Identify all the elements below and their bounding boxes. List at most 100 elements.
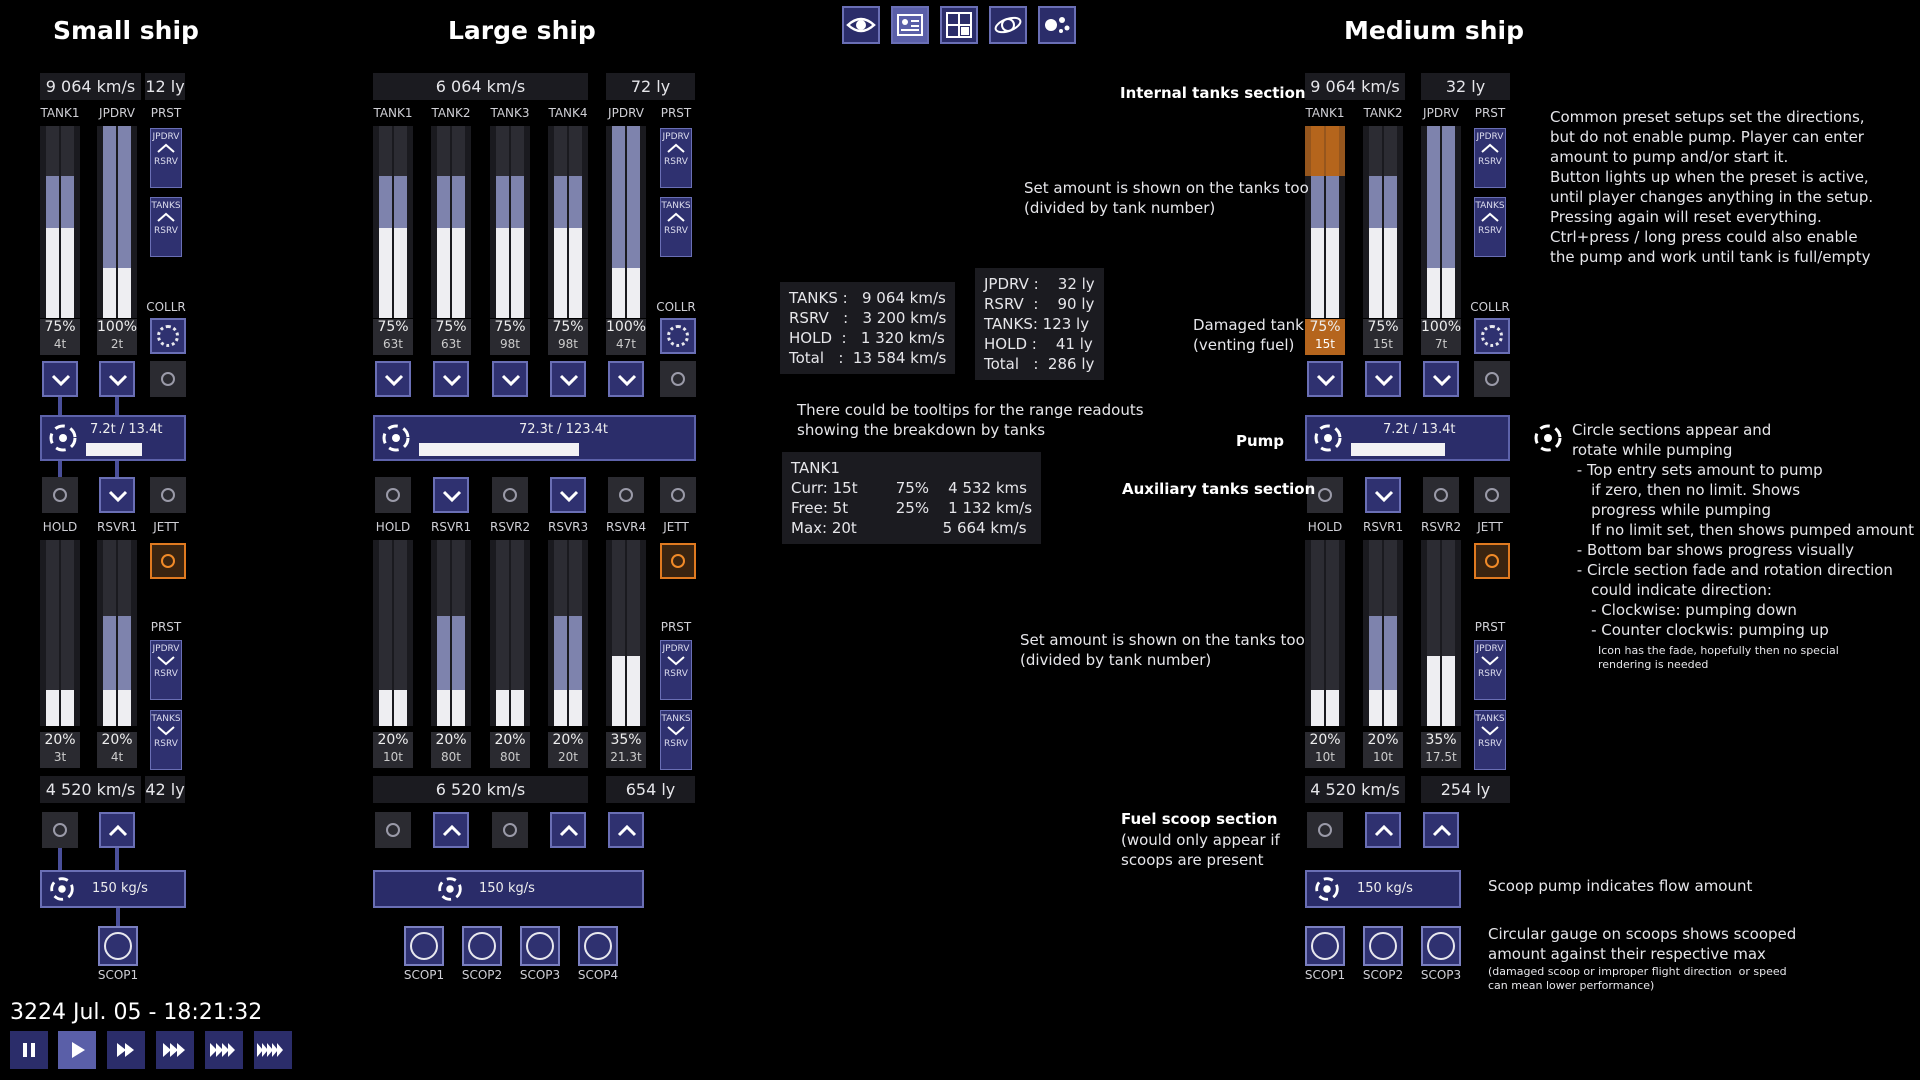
large-label-rsvr3: RSVR3 — [548, 520, 589, 534]
pause-button[interactable] — [10, 1031, 48, 1069]
medium-collector-button[interactable] — [1474, 318, 1510, 354]
large-hold-scoop-direction-off[interactable] — [375, 812, 411, 848]
large-jett-direction-off[interactable] — [660, 477, 696, 513]
large-scoop-flow: 150 kg/s — [479, 881, 535, 896]
large-tank2-direction-down[interactable] — [433, 361, 469, 397]
small-jpdrv-gauge — [97, 126, 137, 318]
medium-jpdrv-readout: 100%7t — [1421, 319, 1461, 355]
small-scoop1[interactable] — [98, 926, 138, 966]
medium-scoop1[interactable] — [1305, 926, 1345, 966]
large-tank3-direction-down[interactable] — [492, 361, 528, 397]
large-rsvr1-direction-down[interactable] — [433, 477, 469, 513]
medium-pump-amount[interactable]: 7.2t / 13.4t — [1383, 422, 1456, 437]
large-jettison-button[interactable] — [660, 543, 696, 579]
small-jpdrv-direction-down[interactable] — [99, 361, 135, 397]
large-jpdrv-direction-down[interactable] — [608, 361, 644, 397]
medium-tank2-gauge — [1363, 126, 1403, 318]
medium-hold-gauge — [1305, 540, 1345, 726]
fast-forward-2-icon — [117, 1043, 134, 1057]
medium-scoop3[interactable] — [1421, 926, 1461, 966]
large-tank2-gauge — [431, 126, 471, 318]
pump-rotor-icon — [1315, 877, 1339, 901]
medium-rsvr1-readout: 20%10t — [1363, 732, 1403, 768]
medium-scoop2[interactable] — [1363, 926, 1403, 966]
medium-top-speed: 9 064 km/s — [1305, 73, 1405, 100]
small-rsvr1-direction-down[interactable] — [99, 477, 135, 513]
small-pump-amount[interactable]: 7.2t / 13.4t — [90, 422, 163, 437]
medium-label-jett: JETT — [1477, 520, 1503, 534]
medium-scoop-pump[interactable]: 150 kg/s — [1305, 870, 1461, 908]
large-scoop2[interactable] — [462, 926, 502, 966]
orbit-button[interactable] — [989, 6, 1027, 44]
large-pump-amount[interactable]: 72.3t / 123.4t — [519, 422, 609, 437]
small-hold-direction-off[interactable] — [42, 477, 78, 513]
medium-tank2-direction-down[interactable] — [1365, 361, 1401, 397]
medium-rsvr2-direction-off[interactable] — [1423, 477, 1459, 513]
small-collector-button[interactable] — [150, 318, 186, 354]
play-button[interactable] — [58, 1031, 96, 1069]
small-jettison-button[interactable] — [150, 543, 186, 579]
large-internal-pump[interactable]: 72.3t / 123.4t — [373, 415, 696, 461]
large-rsvr2-direction-off[interactable] — [492, 477, 528, 513]
large-rsvr3-direction-down[interactable] — [550, 477, 586, 513]
large-hold-direction-off[interactable] — [375, 477, 411, 513]
large-scoop4[interactable] — [578, 926, 618, 966]
speed-4-button[interactable] — [205, 1031, 243, 1069]
medium-internal-pump[interactable]: 7.2t / 13.4t — [1305, 415, 1510, 461]
small-tank1-direction-down[interactable] — [42, 361, 78, 397]
small-internal-pump[interactable]: 7.2t / 13.4t — [40, 415, 186, 461]
large-rsvr2-scoop-direction-off[interactable] — [492, 812, 528, 848]
small-hold-scoop-direction-off[interactable] — [42, 812, 78, 848]
small-collr-direction-off[interactable] — [150, 361, 186, 397]
medium-tank1-direction-down[interactable] — [1307, 361, 1343, 397]
fast-forward-4-icon — [210, 1043, 235, 1057]
small-jett-direction-off[interactable] — [150, 477, 186, 513]
large-label-rsvr1: RSVR1 — [431, 520, 472, 534]
medium-hold-direction-off[interactable] — [1307, 477, 1343, 513]
medium-hold-scoop-direction-off[interactable] — [1307, 812, 1343, 848]
medium-jpdrv-direction-down[interactable] — [1423, 361, 1459, 397]
large-tank4-direction-down[interactable] — [550, 361, 586, 397]
medium-collr-direction-off[interactable] — [1474, 361, 1510, 397]
speed-3-button[interactable] — [156, 1031, 194, 1069]
large-rsvr3-scoop-direction-up[interactable] — [550, 812, 586, 848]
large-scoop1[interactable] — [404, 926, 444, 966]
medium-rsvr1-direction-down[interactable] — [1365, 477, 1401, 513]
large-jpdrv-gauge — [606, 126, 646, 318]
system-map-button[interactable] — [1038, 6, 1076, 44]
auxiliary-tanks-note: Auxiliary tanks section — [1122, 480, 1316, 498]
large-rsvr1-scoop-direction-up[interactable] — [433, 812, 469, 848]
eye-button[interactable] — [842, 6, 880, 44]
large-scoop3[interactable] — [520, 926, 560, 966]
medium-rsvr1-scoop-direction-up[interactable] — [1365, 812, 1401, 848]
id-card-button[interactable] — [891, 6, 929, 44]
large-tank1-direction-down[interactable] — [375, 361, 411, 397]
large-collr-direction-off[interactable] — [660, 361, 696, 397]
medium-jett-direction-off[interactable] — [1474, 477, 1510, 513]
speed-5-button[interactable] — [254, 1031, 292, 1069]
small-scoop-pump[interactable]: 150 kg/s — [40, 870, 186, 908]
small-rsvr1-readout: 20%4t — [97, 732, 137, 768]
medium-jettison-button[interactable] — [1474, 543, 1510, 579]
large-rsvr4-scoop-direction-up[interactable] — [608, 812, 644, 848]
tank-tooltip: TANK1 Curr: 15t 75% 4 532 kms Free: 5t 2… — [782, 452, 1042, 544]
small-rsvr1-scoop-direction-up[interactable] — [99, 812, 135, 848]
speed-2-button[interactable] — [107, 1031, 145, 1069]
medium-rsvr2-scoop-direction-up[interactable] — [1423, 812, 1459, 848]
large-scoop-pump[interactable]: 150 kg/s — [373, 870, 644, 908]
grid-button[interactable] — [940, 6, 978, 44]
large-rsvr4-direction-off[interactable] — [608, 477, 644, 513]
large-collector-button[interactable] — [660, 318, 696, 354]
